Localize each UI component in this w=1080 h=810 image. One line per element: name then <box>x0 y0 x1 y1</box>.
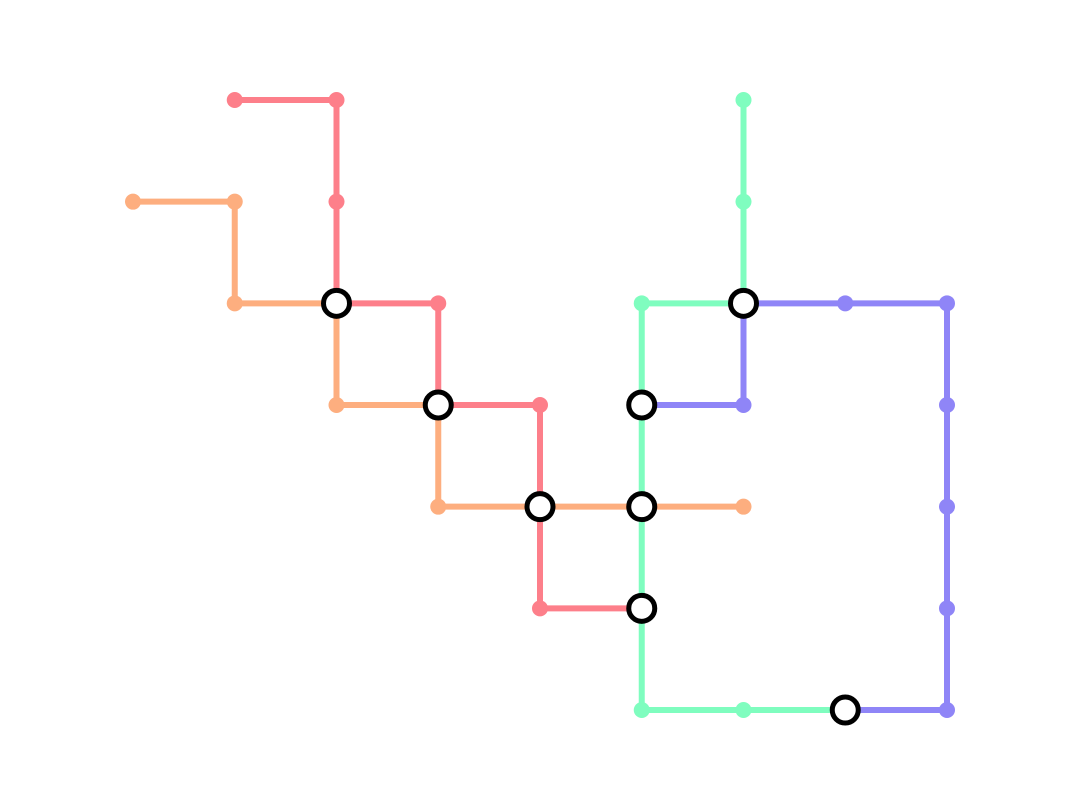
interchange-station-2 <box>422 389 454 421</box>
interchange-station-5 <box>626 592 658 624</box>
station-stop-1-1 <box>226 92 243 108</box>
station-stop-3-9 <box>735 702 752 719</box>
station-stop-4-7 <box>939 498 955 515</box>
station-stop-3-1 <box>735 92 752 108</box>
interchange-layer <box>321 287 861 726</box>
stops-layer <box>125 92 955 719</box>
interchange-station-1 <box>321 287 352 319</box>
station-stop-2-5 <box>328 397 345 414</box>
lines-layer <box>130 97 950 714</box>
route-line-4 <box>638 300 950 714</box>
station-stop-2-10 <box>735 498 752 515</box>
station-stop-1-7 <box>532 397 548 414</box>
route-line-2 <box>130 198 747 510</box>
station-stop-3-4 <box>633 295 650 312</box>
station-stop-2-7 <box>430 498 447 515</box>
station-stop-3-2 <box>735 193 752 210</box>
station-stop-2-3 <box>226 295 243 312</box>
station-stop-4-4 <box>837 295 854 312</box>
station-stop-1-3 <box>328 193 345 210</box>
station-stop-1-9 <box>532 600 548 617</box>
station-stop-1-2 <box>328 92 345 108</box>
station-stop-1-5 <box>430 295 447 312</box>
station-stop-4-6 <box>939 397 955 414</box>
station-stop-4-2 <box>735 397 752 414</box>
route-line-1 <box>231 97 645 612</box>
interchange-station-4 <box>626 491 658 523</box>
route-line-3 <box>638 97 849 714</box>
station-stop-2-2 <box>226 193 243 210</box>
interchange-station-3 <box>524 491 556 523</box>
station-stop-3-8 <box>633 702 650 719</box>
station-stop-4-8 <box>939 600 955 617</box>
interchange-station-8 <box>829 694 861 726</box>
interchange-station-7 <box>626 389 658 421</box>
station-stop-4-5 <box>939 295 955 312</box>
station-stop-4-9 <box>939 702 955 719</box>
station-stop-2-1 <box>125 193 141 210</box>
interchange-station-6 <box>728 287 759 319</box>
